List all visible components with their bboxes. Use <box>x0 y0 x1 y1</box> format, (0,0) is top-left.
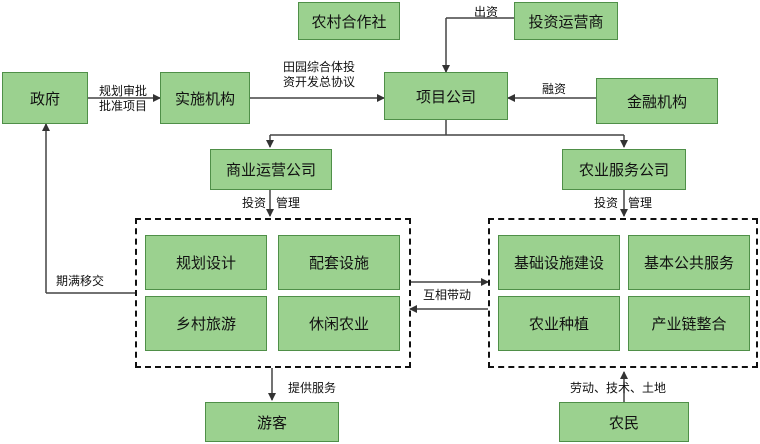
agri-group-frame <box>488 218 758 368</box>
tourists-box: 游客 <box>205 402 339 442</box>
invest-right-label: 投资 <box>594 196 619 210</box>
approval-label-line2: 批准项目 <box>99 99 148 113</box>
implementing-agency-box: 实施机构 <box>160 72 250 124</box>
manage-right-label: 管理 <box>628 196 653 210</box>
infrastructure-box: 基础设施建设 <box>498 235 620 290</box>
handover-label: 期满移交 <box>56 274 105 288</box>
village-coop-box: 农村合作社 <box>298 2 400 40</box>
agreement-label-line2: 资开发总协议 <box>283 75 356 89</box>
industry-chain-box: 产业链整合 <box>628 296 750 351</box>
farmers-box: 农民 <box>559 402 689 442</box>
manage-left-label: 管理 <box>276 196 301 210</box>
leisure-agriculture-box: 休闲农业 <box>278 296 400 351</box>
public-services-box: 基本公共服务 <box>628 235 750 290</box>
financing-label: 融资 <box>542 82 567 96</box>
mutual-drive-label: 互相带动 <box>423 288 472 302</box>
approval-label-line1: 规划审批 <box>99 84 148 98</box>
commercial-group-frame <box>135 218 411 368</box>
commercial-company-box: 商业运营公司 <box>210 149 332 190</box>
agreement-label-line1: 田园综合体投 <box>283 60 356 74</box>
agri-planting-box: 农业种植 <box>498 296 620 351</box>
farmer-inputs-label: 劳动、技术、土地 <box>570 381 667 395</box>
invest-left-label: 投资 <box>242 196 267 210</box>
agri-service-company-box: 农业服务公司 <box>562 149 686 190</box>
provide-service-label: 提供服务 <box>288 381 337 395</box>
financial-institution-box: 金融机构 <box>596 78 718 124</box>
supporting-facilities-box: 配套设施 <box>278 235 400 290</box>
investor-operator-box: 投资运营商 <box>514 2 618 40</box>
investment-out-label: 出资 <box>474 5 499 19</box>
rural-tourism-box: 乡村旅游 <box>145 296 267 351</box>
planning-design-box: 规划设计 <box>145 235 267 290</box>
project-company-box: 项目公司 <box>384 72 508 120</box>
government-box: 政府 <box>2 72 88 124</box>
